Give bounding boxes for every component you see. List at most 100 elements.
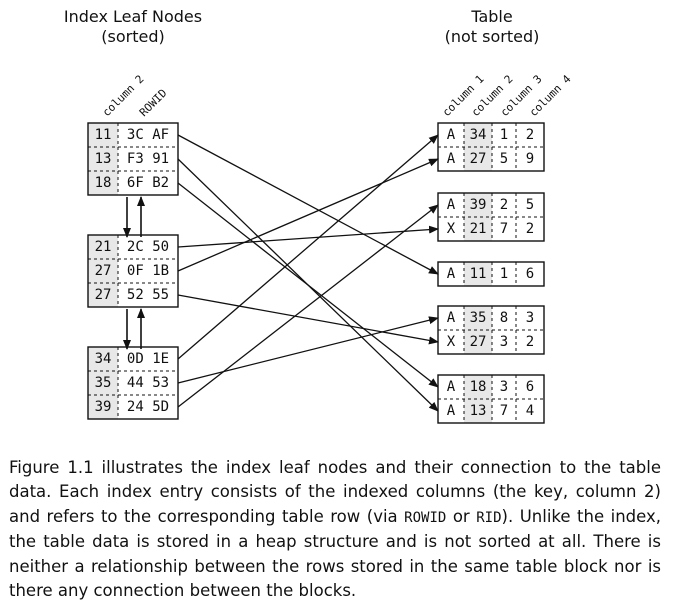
table-row: A 35 8 3 <box>447 310 534 326</box>
index-key: 27 <box>95 263 112 279</box>
table-cell-column-2: 13 <box>470 403 487 419</box>
index-leaf-node: 34 0D 1E 35 44 53 39 24 5D <box>87 346 179 420</box>
index-rowid: F3 91 <box>127 151 169 167</box>
index-entry: 39 24 5D <box>95 399 170 415</box>
table-cell-column-3: 2 <box>500 197 508 213</box>
table-cell-column-3: 5 <box>500 151 508 167</box>
table-cell-column-4: 2 <box>526 221 534 237</box>
leaf-node-chain <box>123 196 145 350</box>
caption-rowid-term: ROWID <box>404 509 447 526</box>
index-key: 18 <box>95 175 112 191</box>
index-entry: 35 44 53 <box>95 375 170 391</box>
table-cell-column-3: 1 <box>500 266 508 282</box>
index-key: 34 <box>95 351 112 367</box>
index-key: 13 <box>95 151 112 167</box>
table-cell-column-2: 21 <box>470 221 487 237</box>
table-cell-column-2: 11 <box>470 266 487 282</box>
index-rowid: 3C AF <box>127 127 169 143</box>
table-cell-column-1: A <box>447 127 456 143</box>
table-cell-column-4: 2 <box>526 127 534 143</box>
rowid-pointer-arrow <box>177 158 439 272</box>
index-rowid: 44 53 <box>127 375 169 391</box>
index-entry: 27 52 55 <box>95 287 170 303</box>
index-entry: 21 2C 50 <box>95 239 170 255</box>
rowid-pointer-arrow <box>177 225 439 248</box>
figure-caption: Figure 1.1 illustrates the index leaf no… <box>9 456 661 603</box>
table-row: A 13 7 4 <box>447 403 534 419</box>
table-cell-column-3: 3 <box>500 379 508 395</box>
table-cell-column-1: A <box>447 403 456 419</box>
index-key: 21 <box>95 239 112 255</box>
table-cell-column-4: 9 <box>526 151 534 167</box>
table-cell-column-3: 7 <box>500 221 508 237</box>
caption-text-1: Figure 1.1 illustrates the index leaf no… <box>9 458 661 526</box>
table-cell-column-4: 5 <box>526 197 534 213</box>
index-rowid: 0D 1E <box>127 351 169 367</box>
index-entry: 27 0F 1B <box>95 263 170 279</box>
table-cell-column-4: 6 <box>526 379 534 395</box>
index-key: 27 <box>95 287 112 303</box>
index-key: 11 <box>95 127 112 143</box>
table-cell-column-4: 6 <box>526 266 534 282</box>
rowid-pointer-arrow <box>177 316 439 384</box>
table-cell-column-1: X <box>447 221 456 237</box>
index-leaf-node: 21 2C 50 27 0F 1B 27 52 55 <box>87 234 179 308</box>
table-row: A 18 3 6 <box>447 379 534 395</box>
table-cell-column-2: 27 <box>470 334 487 350</box>
table-cell-column-4: 2 <box>526 334 534 350</box>
table-cell-column-1: A <box>447 379 456 395</box>
table-cell-column-1: A <box>447 151 456 167</box>
index-leaf-nodes: 11 3C AF 13 F3 91 18 6F B2 21 2C 50 27 0F 1B 27 52 … <box>87 122 179 420</box>
table-title: Table <box>470 7 512 26</box>
index-entry: 13 F3 91 <box>95 151 170 167</box>
table-cell-column-1: A <box>447 310 456 326</box>
table-cell-column-1: A <box>447 197 456 213</box>
caption-rid-term: RID <box>476 509 502 526</box>
index-rowid: 0F 1B <box>127 263 169 279</box>
rowid-pointer-arrow <box>177 294 439 345</box>
rowid-pointer-arrow <box>177 134 439 275</box>
index-leaf-node: 11 3C AF 13 F3 91 18 6F B2 <box>87 122 179 196</box>
rowid-pointer-arrow <box>177 182 439 388</box>
index-entry: 18 6F B2 <box>95 175 170 191</box>
table-block: A 39 2 5X 21 7 2 <box>437 192 545 242</box>
index-entry: 34 0D 1E <box>95 351 170 367</box>
rowid-pointer-arrow <box>177 134 439 360</box>
index-entry: 11 3C AF <box>95 127 170 143</box>
table-cell-column-3: 7 <box>500 403 508 419</box>
index-subtitle: (sorted) <box>101 27 164 46</box>
table-cell-column-3: 8 <box>500 310 508 326</box>
table-cell-column-2: 35 <box>470 310 487 326</box>
table-cell-column-3: 1 <box>500 127 508 143</box>
index-key: 35 <box>95 375 112 391</box>
index-table-diagram: Index Leaf Nodes (sorted) Table (not sor… <box>64 7 574 424</box>
table-cell-column-1: A <box>447 266 456 282</box>
table-row: A 39 2 5 <box>447 197 534 213</box>
index-column-header-rowid: ROWID <box>137 87 170 120</box>
table-cell-column-2: 18 <box>470 379 487 395</box>
index-key: 39 <box>95 399 112 415</box>
table-subtitle: (not sorted) <box>445 27 540 46</box>
rowid-pointer-arrow <box>177 204 439 408</box>
rowid-links <box>177 134 439 412</box>
index-title: Index Leaf Nodes <box>64 7 202 26</box>
index-rowid: 52 55 <box>127 287 169 303</box>
index-rowid: 24 5D <box>127 399 169 415</box>
table-cell-column-4: 4 <box>526 403 534 419</box>
index-rowid: 2C 50 <box>127 239 169 255</box>
table-row: X 21 7 2 <box>447 221 534 237</box>
table-cell-column-2: 34 <box>470 127 487 143</box>
table-cell-column-4: 3 <box>526 310 534 326</box>
caption-text-3: ). Unlike the index, the table data is s… <box>9 506 661 601</box>
table-cell-column-2: 39 <box>470 197 487 213</box>
index-rowid: 6F B2 <box>127 175 169 191</box>
caption-text-2: or <box>446 506 477 526</box>
